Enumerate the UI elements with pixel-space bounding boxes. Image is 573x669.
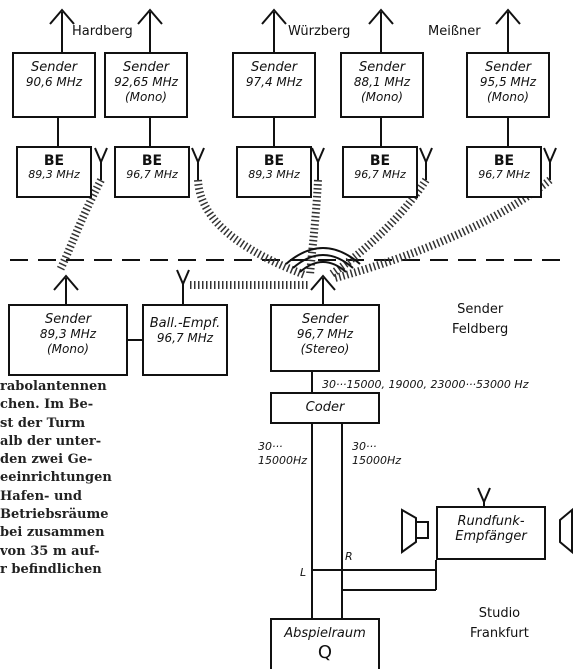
stereo-wave-arcs (285, 247, 361, 273)
antenna-hardberg-1 (49, 8, 75, 52)
station-wuerzberg: Würzberg (288, 24, 351, 39)
station-hardberg: Hardberg (72, 24, 133, 39)
antenna-wuerzberg-1 (261, 8, 287, 52)
channel-l-label: L (300, 566, 307, 579)
antenna-hardberg-2 (137, 8, 163, 52)
body-text-fragment: rabolantennen chen. Im Be- st der Turm a… (0, 379, 112, 577)
antenna-feldberg-stereo (310, 274, 336, 304)
antenna-wuerzberg-2 (368, 8, 394, 52)
rx-antenna-5 (543, 147, 557, 180)
antenna-meissner (495, 8, 521, 52)
antenna-feldberg-mono (53, 274, 79, 304)
antenna-ballempf (176, 269, 190, 304)
channel-r-label: R (345, 550, 353, 563)
speaker-symbol: Q (317, 642, 333, 663)
speaker-right-icon (559, 507, 573, 555)
right-band-label: 30···15000Hz (352, 440, 402, 467)
signal-band-label: 30···15000, 19000, 23000···53000 Hz (322, 378, 529, 391)
station-meissner: Meißner (428, 24, 481, 39)
rx-antenna-2 (191, 147, 205, 180)
rx-antenna-1 (94, 147, 108, 180)
ball-empf-box: Ball.-Empf.96,7 MHz (142, 304, 228, 376)
left-band-label: 30···15000Hz (258, 440, 308, 467)
abspielraum-box: Abspielraum Q (270, 618, 380, 669)
rx-antenna-3 (311, 147, 325, 180)
rx-antenna-4 (419, 147, 433, 180)
coder-box: Coder (270, 392, 380, 424)
speaker-left-icon (401, 508, 429, 554)
rundfunk-empfaenger-box: Rundfunk-Empfänger (436, 506, 546, 560)
